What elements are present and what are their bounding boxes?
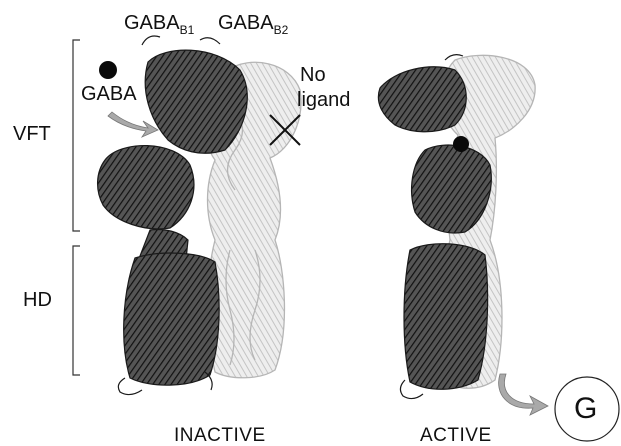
g-protein-label: G	[574, 394, 597, 424]
gaba-binding-arrow	[108, 112, 158, 137]
gaba-ligand-label: GABA	[81, 84, 137, 104]
vft-label: VFT	[13, 124, 51, 144]
inactive-state-label: INACTIVE	[174, 426, 266, 445]
g-protein-coupling-arrow	[499, 374, 548, 415]
active-state-label: ACTIVE	[420, 426, 492, 445]
bound-gaba-dot	[453, 136, 469, 152]
hd-label: HD	[23, 290, 52, 310]
no-ligand-label-line1: No	[300, 65, 326, 85]
hd-bracket	[73, 246, 80, 375]
gaba-b2-label: GABAB2	[218, 13, 288, 36]
vft-bracket	[73, 40, 80, 231]
gaba-ligand-dot	[99, 61, 117, 79]
no-ligand-label-line2: ligand	[297, 90, 350, 110]
gaba-b1-label: GABAB1	[124, 13, 194, 36]
